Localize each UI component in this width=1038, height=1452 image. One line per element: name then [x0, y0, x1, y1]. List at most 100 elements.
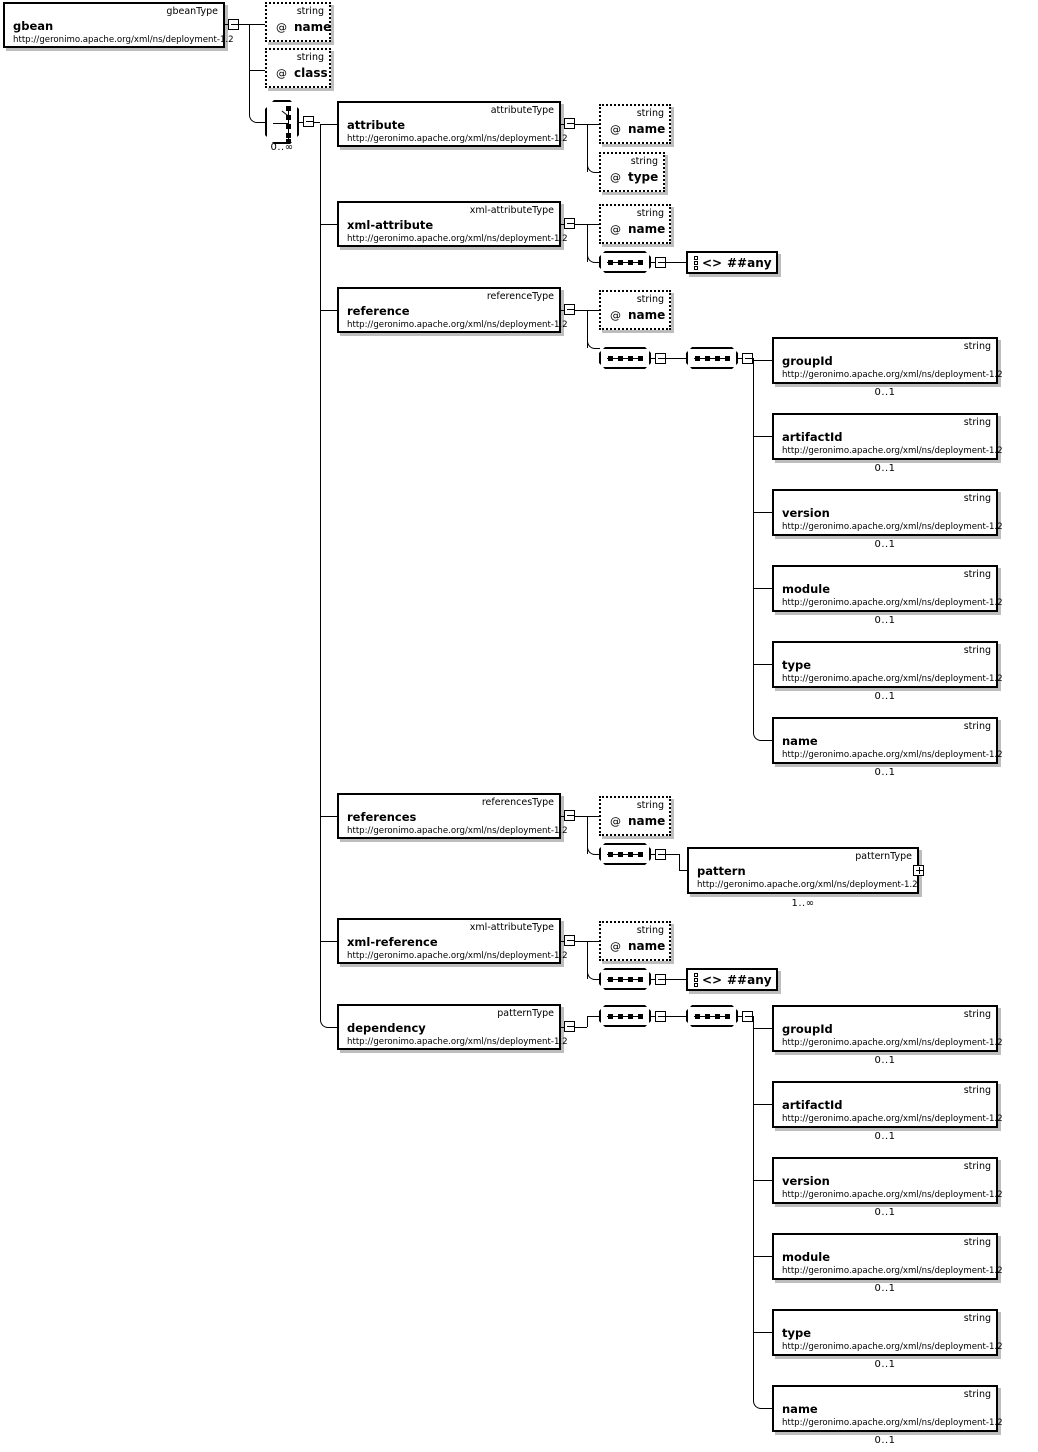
references-pattern-link	[666, 854, 679, 855]
attribute-name-label: name	[628, 308, 666, 322]
at-symbol-icon: @	[610, 123, 621, 136]
at-symbol-icon: @	[276, 21, 287, 34]
sequence-dot	[638, 260, 643, 265]
attribute-name-label: name	[294, 20, 332, 34]
any-box-xml-reference[interactable]: <>##any	[686, 968, 778, 991]
xml-attribute-seq-stub	[651, 262, 655, 263]
node-namespace-label: http://geronimo.apache.org/xml/ns/deploy…	[782, 598, 1003, 608]
attribute-node-references-name[interactable]: string@name	[599, 796, 671, 836]
sequence-xml-reference[interactable]	[599, 968, 651, 990]
xml-attribute-collapse-toggle[interactable]	[564, 218, 575, 229]
cardinality-dependency-artifactId-1: 0..1	[874, 1131, 896, 1142]
attribute-collapse-toggle[interactable]	[564, 118, 575, 129]
attribute-row: @name	[610, 308, 666, 323]
attribute-node-xml-attribute-name[interactable]: string@name	[599, 204, 671, 244]
reference-seq1-stub	[651, 358, 655, 359]
xml-reference-seq-toggle[interactable]	[655, 974, 666, 985]
cardinality-reference-module-3: 0..1	[874, 615, 896, 626]
attribute-row: @name	[610, 123, 665, 137]
references-collapse-toggle[interactable]	[564, 810, 575, 821]
xml-reference-collapse-toggle[interactable]	[564, 935, 575, 946]
node-name-label: gbean	[13, 19, 54, 33]
xml-attribute-seq-toggle[interactable]	[655, 257, 666, 268]
choice-dot	[286, 133, 291, 138]
xml-reference-trunk-line	[575, 941, 587, 942]
attribute-node-attribute-name[interactable]: string@name	[599, 104, 671, 144]
dependency-stub-line	[561, 1027, 564, 1028]
branch-choice-elbow	[249, 70, 266, 123]
choice-compositor[interactable]	[265, 100, 299, 144]
dependency-collapse-toggle[interactable]	[564, 1021, 575, 1032]
attribute-node-name[interactable]: string@name	[265, 2, 331, 42]
attribute-node-xml-reference-name[interactable]: string@name	[599, 921, 671, 961]
attribute-name-label: name	[628, 939, 666, 953]
choice-child-line-2	[320, 310, 337, 311]
dependency-seq1-toggle[interactable]	[655, 1011, 666, 1022]
attribute-child-elbow	[587, 124, 600, 173]
node-type-label: referencesType	[481, 797, 554, 808]
sequence-reference-inner[interactable]	[686, 347, 738, 369]
attribute-row: @name	[610, 939, 666, 954]
node-type-label: patternType	[855, 851, 912, 862]
xml-attribute-child-elbow	[587, 224, 600, 263]
sequence-reference-outer[interactable]	[599, 347, 651, 369]
angle-bracket-icon: <>	[702, 973, 723, 987]
sequence-dot	[715, 356, 720, 361]
sequence-dot	[608, 852, 613, 857]
attribute-node-class[interactable]: string@class	[265, 48, 331, 88]
root-collapse-toggle[interactable]	[228, 19, 239, 30]
sequence-dot	[608, 260, 613, 265]
attribute-node-reference-name[interactable]: string@name	[599, 290, 671, 330]
attribute-node-attribute-type[interactable]: string@type	[599, 152, 665, 192]
sequence-dot	[725, 1014, 730, 1019]
choice-collapse-toggle[interactable]	[303, 116, 314, 127]
sequence-bar	[607, 1016, 643, 1017]
reference-part-line-2	[753, 512, 772, 513]
sequence-dot	[618, 260, 623, 265]
any-box-xml-attribute[interactable]: <>##any	[686, 251, 778, 274]
cardinality-dependency-version-2: 0..1	[874, 1207, 896, 1218]
sequence-dependency-outer[interactable]	[599, 1005, 651, 1027]
any-label: ##any	[727, 256, 772, 270]
references-seq-toggle[interactable]	[655, 849, 666, 860]
pattern-expand-toggle[interactable]	[913, 865, 924, 876]
root-trunk-line	[239, 24, 249, 25]
sequence-references[interactable]	[599, 843, 651, 865]
dependency-seq2-stub	[738, 1016, 742, 1017]
node-name-label: type	[782, 658, 812, 672]
node-namespace-label: http://geronimo.apache.org/xml/ns/deploy…	[782, 446, 1003, 456]
sequence-xml-attribute[interactable]	[599, 251, 651, 273]
sequence-dependency-inner[interactable]	[686, 1005, 738, 1027]
dependency-seq-link	[666, 1016, 686, 1017]
sequence-bar	[607, 262, 643, 263]
node-namespace-label: http://geronimo.apache.org/xml/ns/deploy…	[347, 234, 568, 244]
node-namespace-label: http://geronimo.apache.org/xml/ns/deploy…	[782, 1114, 1003, 1124]
reference-trunk-line	[575, 310, 587, 311]
xml-attribute-any-line	[666, 262, 686, 263]
choice-dot	[286, 106, 291, 111]
node-namespace-label: http://geronimo.apache.org/xml/ns/deploy…	[347, 320, 568, 330]
node-name-label: xml-attribute	[347, 218, 434, 232]
reference-collapse-toggle[interactable]	[564, 304, 575, 315]
reference-seq1-toggle[interactable]	[655, 353, 666, 364]
